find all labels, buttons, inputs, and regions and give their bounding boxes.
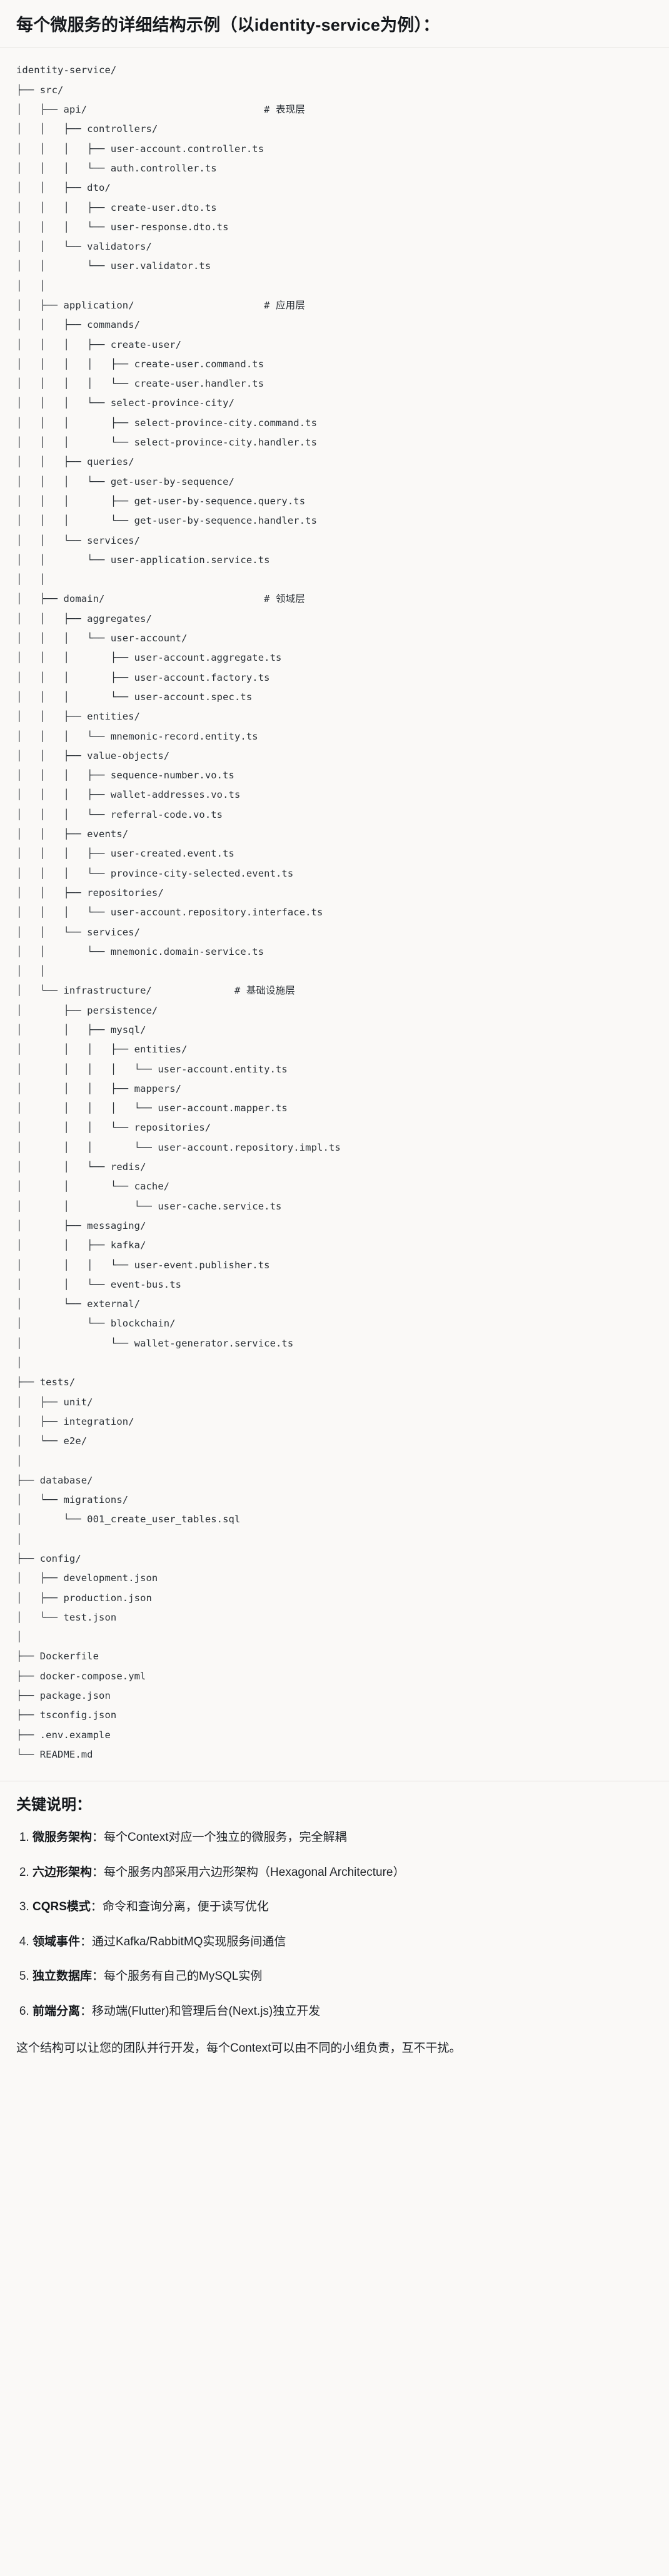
key-note-term: 前端分离: [33, 2004, 81, 2018]
key-note-description: 命令和查询分离，便于读写优化: [102, 1900, 269, 1914]
key-note-item: 独立数据库：每个服务有自己的MySQL实例: [33, 1967, 653, 1985]
key-note-separator: ：: [80, 2004, 93, 2018]
closing-paragraph: 这个结构可以让您的团队并行开发，每个Context可以由不同的小组负责，互不干扰…: [16, 2042, 461, 2055]
key-note-term: CQRS模式: [33, 1900, 91, 1914]
key-notes-heading: 关键说明：: [16, 1796, 91, 1814]
directory-tree-block: identity-service/ ├── src/ │ ├── api/ # …: [0, 48, 669, 1782]
key-note-item: 微服务架构：每个Context对应一个独立的微服务，完全解耦: [33, 1828, 653, 1846]
key-note-item: 六边形架构：每个服务内部采用六边形架构（Hexagonal Architectu…: [33, 1863, 653, 1881]
key-notes-section: 关键说明： 微服务架构：每个Context对应一个独立的微服务，完全解耦六边形架…: [0, 1781, 669, 2071]
key-note-separator: ：: [92, 1865, 104, 1879]
key-note-term: 独立数据库: [33, 1970, 93, 1983]
key-note-item: 领域事件：通过Kafka/RabbitMQ实现服务间通信: [33, 1933, 653, 1951]
key-note-term: 微服务架构: [33, 1831, 93, 1845]
key-note-item: CQRS模式：命令和查询分离，便于读写优化: [33, 1898, 653, 1916]
directory-tree: identity-service/ ├── src/ │ ├── api/ # …: [16, 64, 341, 1760]
key-note-separator: ：: [80, 1935, 93, 1948]
key-note-description: 每个服务内部采用六边形架构（Hexagonal Architecture）: [104, 1865, 405, 1879]
key-note-description: 通过Kafka/RabbitMQ实现服务间通信: [92, 1935, 286, 1948]
key-note-description: 移动端(Flutter)和管理后台(Next.js)独立开发: [92, 2004, 321, 2018]
page-title: 每个微服务的详细结构示例（以identity-service为例）：: [16, 16, 440, 34]
key-note-term: 六边形架构: [33, 1865, 93, 1879]
key-note-separator: ：: [92, 1831, 104, 1845]
key-note-description: 每个服务有自己的MySQL实例: [104, 1970, 263, 1983]
key-note-separator: ：: [90, 1900, 103, 1914]
key-note-separator: ：: [92, 1970, 104, 1983]
key-note-item: 前端分离：移动端(Flutter)和管理后台(Next.js)独立开发: [33, 2002, 653, 2020]
document-header: 每个微服务的详细结构示例（以identity-service为例）：: [0, 0, 669, 49]
key-notes-list: 微服务架构：每个Context对应一个独立的微服务，完全解耦六边形架构：每个服务…: [16, 1828, 653, 2020]
key-note-description: 每个Context对应一个独立的微服务，完全解耦: [104, 1831, 347, 1845]
key-note-term: 领域事件: [33, 1935, 81, 1948]
